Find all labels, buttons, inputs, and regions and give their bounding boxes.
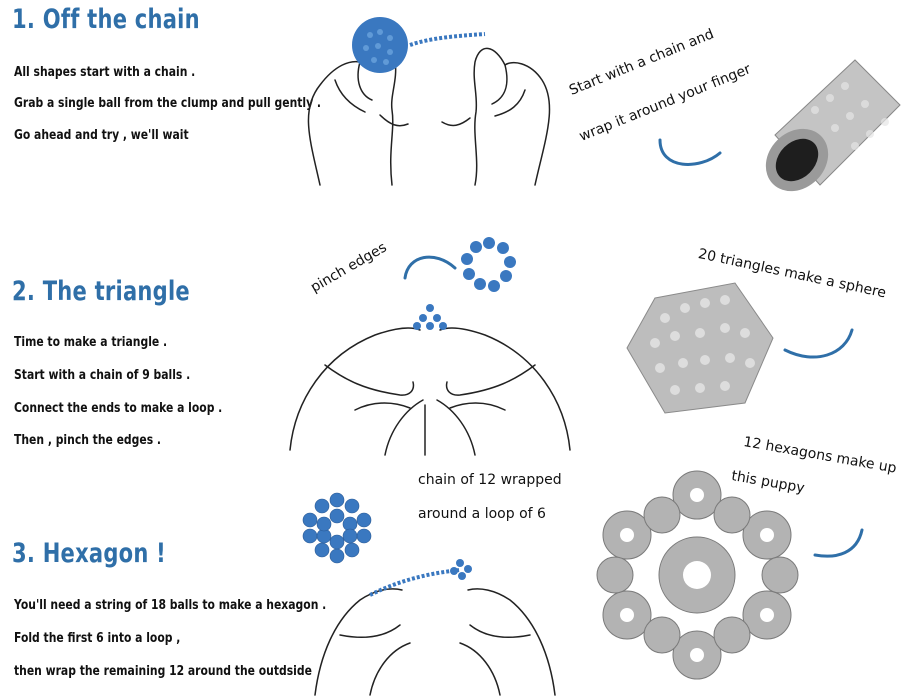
section-2-line-1: Time to make a triangle . — [14, 334, 168, 350]
section-3-line-2: Fold the first 6 into a loop , — [14, 630, 181, 646]
curved-arrow-icon — [658, 138, 722, 166]
section-2-line-4: Then , pinch the edges . — [14, 432, 162, 448]
annotation-pinch: pinch edges — [308, 239, 390, 296]
section-1-line-2: Grab a single ball from the clump and pu… — [14, 95, 322, 111]
section-2-line-2: Start with a chain of 9 balls . — [14, 367, 191, 383]
section-1-title: 1. Off the chain — [12, 4, 200, 35]
section-1-line-1: All shapes start with a chain . — [14, 64, 196, 80]
section-2-title: 2. The triangle — [12, 276, 190, 307]
hands-pulling-chain-illustration — [307, 17, 551, 186]
silver-tube-illustration — [765, 59, 901, 192]
hands-pinching-illustration — [289, 304, 571, 456]
hexagon-arrow-icon — [813, 528, 864, 558]
annotation-chain12-1: chain of 12 wrapped — [418, 472, 562, 488]
hands-hexagon-illustration — [314, 559, 556, 696]
blue-hexagon-illustration — [302, 492, 372, 564]
pinch-arrow-icon — [403, 255, 457, 280]
section-3-line-1: You'll need a string of 18 balls to make… — [14, 597, 327, 613]
section-2-line-3: Connect the ends to make a loop . — [14, 400, 223, 416]
annotation-chain12-2: around a loop of 6 — [418, 506, 546, 522]
silver-snowflake-illustration — [596, 470, 799, 680]
silver-sphere-illustration — [626, 282, 774, 414]
section-1-line-3: Go ahead and try , we'll wait — [14, 127, 189, 143]
blue-ring-illustration — [461, 237, 516, 292]
sphere-arrow-icon — [783, 328, 854, 359]
section-3-line-3: then wrap the remaining 12 around the ou… — [14, 663, 312, 679]
section-3-title: 3. Hexagon ! — [12, 538, 166, 569]
